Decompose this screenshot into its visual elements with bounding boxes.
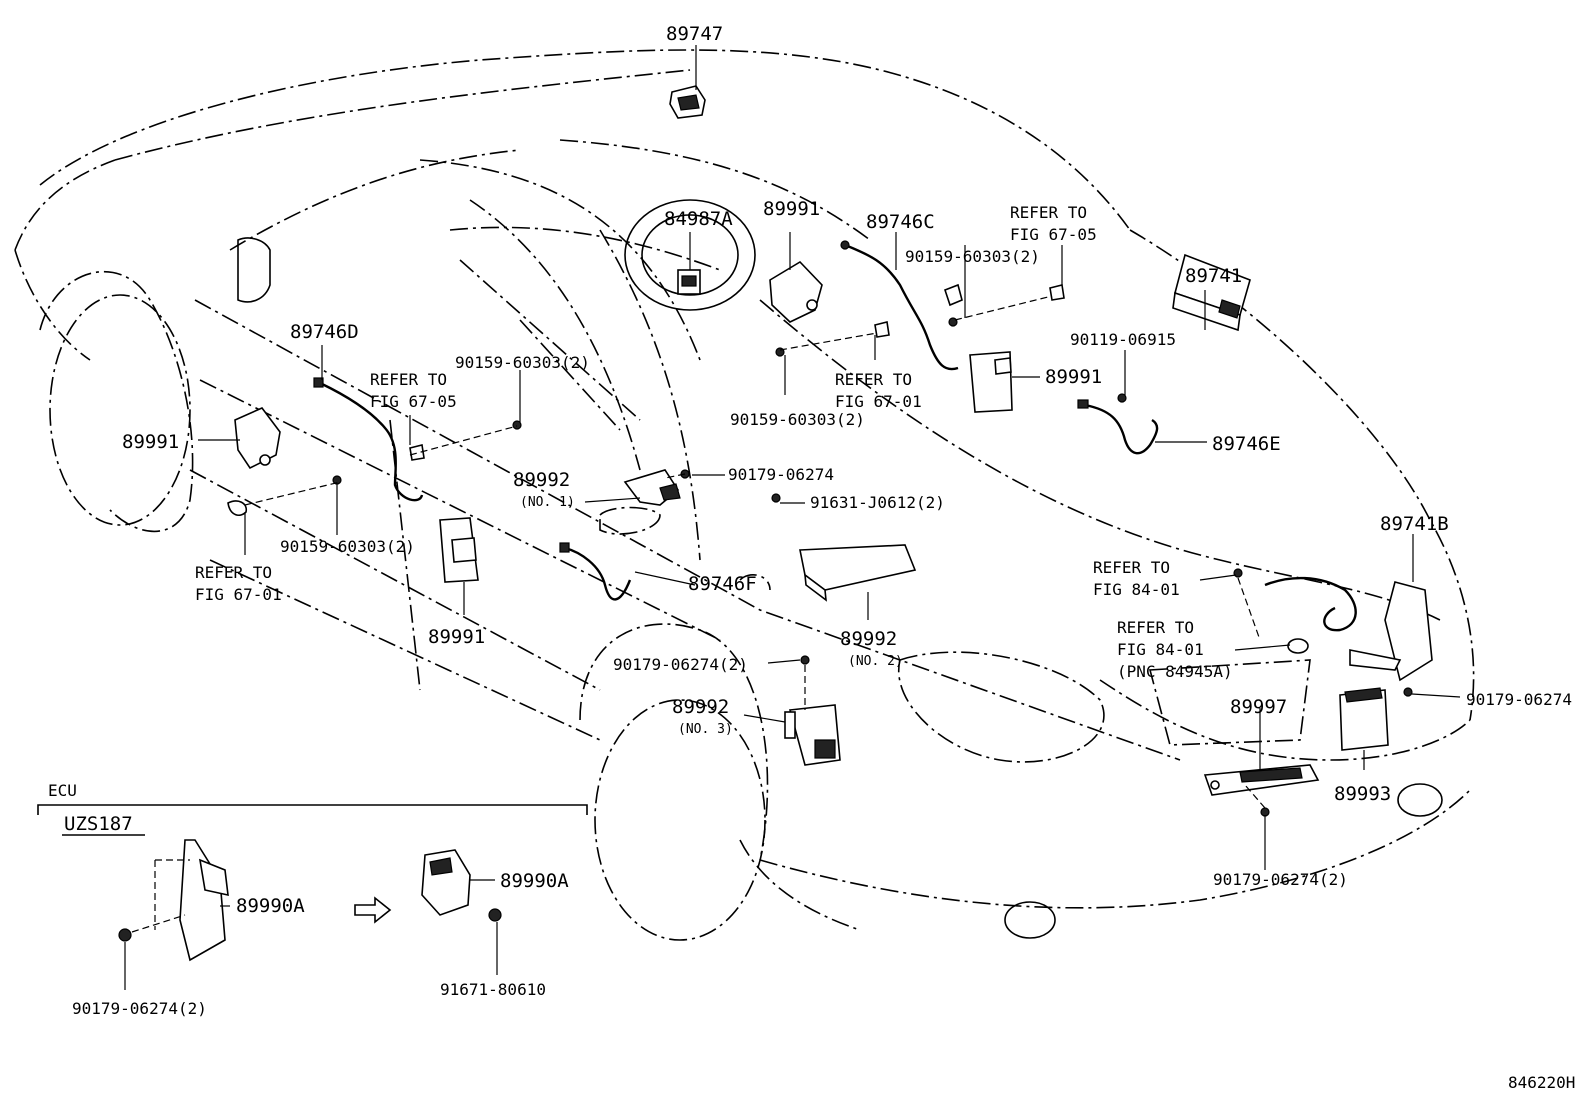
label-89746C: 89746C	[866, 211, 935, 233]
label-90159-60303-2-left: 90159-60303(2)	[455, 353, 590, 372]
label-refer-to-3: REFER TO	[370, 370, 447, 389]
label-fig-67-01-mid: FIG 67-01	[835, 392, 922, 411]
label-refer-to-1: REFER TO	[1010, 203, 1087, 222]
label-89741: 89741	[1185, 265, 1242, 287]
label-fig-84-01-a: FIG 84-01	[1093, 580, 1180, 599]
leader-lines	[124, 45, 1461, 990]
part-89741B-ecu	[1264, 576, 1433, 682]
part-89746D-wire	[313, 377, 424, 502]
label-ecu: ECU	[48, 781, 77, 800]
part-89747-sensor	[669, 85, 706, 119]
label-89997: 89997	[1230, 696, 1287, 718]
fasteners	[227, 284, 1413, 817]
part-89991-pillar-ecu	[439, 517, 479, 583]
label-89991-left: 89991	[122, 431, 179, 453]
label-90159-60303-2-top: 90159-60303(2)	[905, 247, 1040, 266]
label-89991-top: 89991	[763, 198, 820, 220]
label-refer-to-4: REFER TO	[195, 563, 272, 582]
part-89991-top-ecu	[769, 260, 823, 323]
label-refer-to-2: REFER TO	[835, 370, 912, 389]
label-uzs187: UZS187	[64, 813, 133, 835]
label-90159-60303-2-lower: 90159-60303(2)	[280, 537, 415, 556]
label-89746E: 89746E	[1212, 433, 1281, 455]
part-89997-bracket	[1203, 764, 1320, 796]
part-89746C-wire	[840, 240, 963, 371]
label-fig-67-01-left: FIG 67-01	[195, 585, 282, 604]
label-89990A-a: 89990A	[236, 895, 305, 917]
label-89741B: 89741B	[1380, 513, 1449, 535]
part-89990A-unit	[421, 849, 502, 922]
label-90179-06274-mid: 90179-06274	[728, 465, 834, 484]
label-90179-06274-2-c: 90179-06274(2)	[72, 999, 207, 1018]
label-90179-06274-right: 90179-06274	[1466, 690, 1572, 709]
label-refer-to-6: REFER TO	[1117, 618, 1194, 637]
label-no3: (NO. 3)	[678, 722, 733, 737]
part-89741-ecu	[1172, 253, 1251, 332]
label-89990A-b: 89990A	[500, 870, 569, 892]
part-89992-no3	[784, 704, 841, 766]
part-89992-no1	[623, 469, 681, 506]
label-90179-06274-2-a: 90179-06274(2)	[613, 655, 748, 674]
label-refer-to-5: REFER TO	[1093, 558, 1170, 577]
car-body-outline	[14, 49, 1475, 941]
label-pnc-84945A: (PNC 84945A)	[1117, 662, 1233, 681]
label-89992-no2: 89992	[840, 628, 897, 650]
label-84987A: 84987A	[664, 208, 733, 230]
label-89746F: 89746F	[688, 573, 757, 595]
label-89747: 89747	[666, 23, 723, 45]
label-89746D: 89746D	[290, 321, 359, 343]
label-no2: (NO. 2)	[848, 654, 903, 669]
label-89991-pillar: 89991	[428, 626, 485, 648]
part-89991-right-ecu	[969, 351, 1013, 413]
ecu-section-divider	[37, 804, 588, 815]
arrow-icon	[354, 896, 392, 924]
label-no1: (NO. 1)	[520, 495, 575, 510]
label-fig-67-05-left: FIG 67-05	[370, 392, 457, 411]
labels: 89747 84987A 89991 89746C REFER TO FIG 6…	[48, 23, 1575, 1092]
label-90119-06915: 90119-06915	[1070, 330, 1176, 349]
part-89746F-wire	[559, 542, 632, 601]
label-90179-06274-2-b: 90179-06274(2)	[1213, 870, 1348, 889]
part-89991-left-ecu	[234, 407, 281, 470]
label-91671-80610: 91671-80610	[440, 980, 546, 999]
part-89992-no2	[799, 544, 917, 602]
part-89990A-bracket	[118, 839, 229, 962]
label-fig-84-01-b: FIG 84-01	[1117, 640, 1204, 659]
part-89993-ecu	[1339, 687, 1389, 751]
label-89993: 89993	[1334, 783, 1391, 805]
label-89992-no1: 89992	[513, 469, 570, 491]
part-89746E-wire	[1077, 399, 1159, 455]
label-fig-67-05-top: FIG 67-05	[1010, 225, 1097, 244]
label-91631-J0612-2: 91631-J0612(2)	[810, 493, 945, 512]
label-figure-code: 846220H	[1508, 1073, 1575, 1092]
part-84987A-switch	[677, 269, 701, 295]
label-90159-60303-2-mid: 90159-60303(2)	[730, 410, 865, 429]
label-89992-no3: 89992	[672, 696, 729, 718]
label-89991-right: 89991	[1045, 366, 1102, 388]
